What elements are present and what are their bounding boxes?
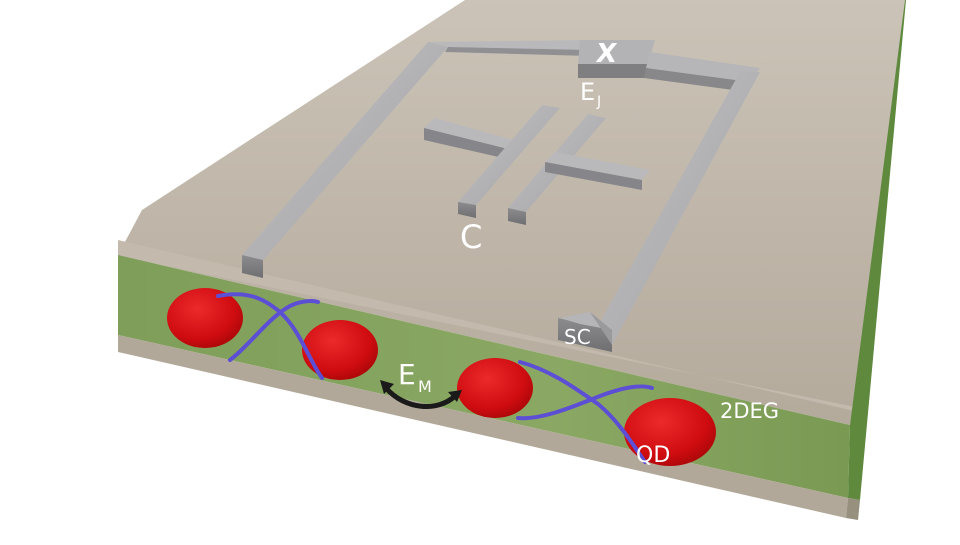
double-headed-arc-arrow-icon [380, 380, 462, 409]
wavefunction-right-b [516, 384, 654, 421]
substrate-front-top-strip [118, 240, 860, 410]
diagram-labels: X E J C SC E M QD 2DEG [398, 39, 779, 468]
label-majorana-coupling-sub: M [418, 377, 432, 396]
quantum-dot-1 [167, 288, 243, 348]
label-junction: X [594, 39, 618, 69]
label-capacitor: C [460, 218, 482, 256]
quantum-dot-array [167, 288, 716, 466]
label-josephson-energy-sub: J [596, 94, 601, 110]
label-quantum-dot: QD [636, 443, 670, 468]
quantum-dot-3 [457, 358, 533, 418]
wavefunction-left-b [228, 299, 320, 362]
label-two-deg: 2DEG [720, 399, 779, 423]
josephson-junction-block [578, 40, 655, 64]
quantum-dot-2 [302, 320, 378, 380]
two-deg-right-edge [848, 0, 906, 500]
superconducting-circuit [242, 40, 760, 352]
substrate-bottom-right [846, 498, 860, 520]
substrate-bottom-strip [118, 335, 848, 518]
quantum-dot-4 [624, 398, 716, 466]
label-superconductor: SC [564, 325, 591, 349]
label-majorana-coupling-base: E [398, 358, 416, 391]
label-josephson-energy-base: E [580, 78, 595, 106]
wavefunction-right-a [518, 360, 647, 464]
